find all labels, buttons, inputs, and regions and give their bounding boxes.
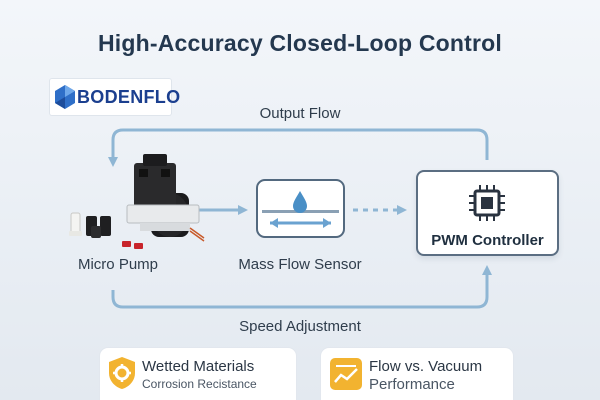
- feature-title: Wetted Materials: [142, 358, 255, 375]
- micro-pump-illustration: [69, 154, 205, 249]
- chart-trend-icon: [330, 358, 362, 390]
- feature-subtitle: Corrosion Recistance: [142, 377, 257, 391]
- micro-pump-label: Micro Pump: [77, 256, 159, 273]
- pwm-controller-label: PWM Controller: [431, 232, 544, 249]
- mass-flow-sensor-label: Mass Flow Sensor: [238, 256, 362, 273]
- feature-subtitle: Performance: [369, 376, 455, 393]
- output-flow-label: Output Flow: [259, 105, 341, 122]
- feature-wetted-materials: Wetted Materials Corrosion Recistance: [100, 348, 296, 400]
- logo-text: BODENFLO: [77, 87, 181, 107]
- pwm-controller-card: PWM Controller: [416, 170, 559, 256]
- bodenflo-logo: BODENFLO: [50, 79, 180, 115]
- mass-flow-sensor-card: [256, 179, 345, 238]
- output-flow-arrow: [108, 128, 489, 167]
- feature-title: Flow vs. Vacuum: [369, 358, 483, 375]
- logo-mark-icon: [55, 85, 75, 109]
- speed-adjustment-label: Speed Adjustment: [239, 318, 361, 335]
- feature-flow-vs-vacuum: Flow vs. Vacuum Performance: [321, 348, 513, 400]
- chip-icon: [469, 185, 505, 221]
- gear-shield-icon: [109, 357, 135, 389]
- page-title: High-Accuracy Closed-Loop Control: [97, 30, 502, 56]
- speed-adjustment-arrow: [111, 265, 492, 309]
- droplet-icon: [293, 191, 307, 213]
